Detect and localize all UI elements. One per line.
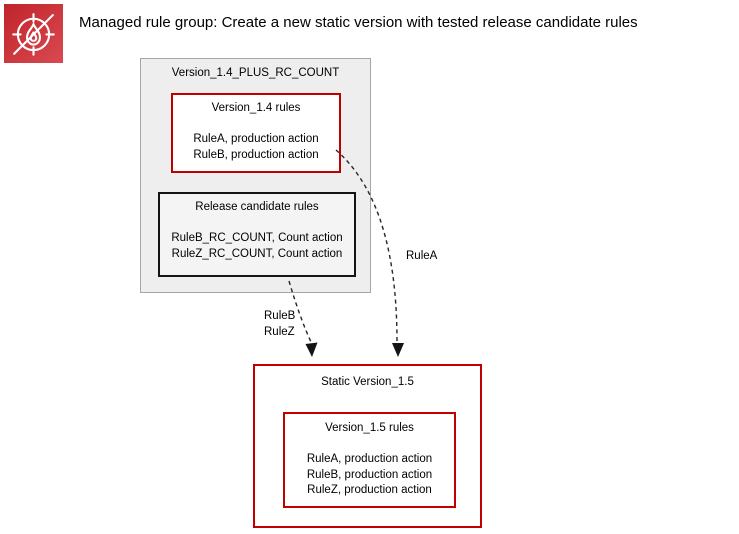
- version14-rules-box: Version_1.4 rules RuleA, production acti…: [171, 93, 341, 173]
- rule-line: RuleB, production action: [306, 468, 433, 481]
- version15-rules-box: Version_1.5 rules RuleA, production acti…: [283, 412, 456, 508]
- version14-rules-list: RuleA, production action RuleB, producti…: [173, 132, 339, 163]
- rule-line: RuleA, production action: [306, 453, 433, 465]
- version14-rules-title: Version_1.4 rules: [211, 102, 301, 114]
- aws-waf-icon: [4, 4, 63, 63]
- rule-line: RuleZ, production action: [307, 484, 432, 496]
- release-candidate-rules-box: Release candidate rules RuleB_RC_COUNT, …: [158, 192, 356, 277]
- page-title: Managed rule group: Create a new static …: [79, 14, 638, 31]
- rule-line: RuleB, production action: [193, 148, 319, 161]
- version15-rules-title: Version_1.5 rules: [325, 422, 414, 434]
- static-version15-title: Static Version_1.5: [321, 376, 414, 388]
- rule-line: RuleA, production action: [193, 133, 319, 145]
- arrow-label-rule-z: RuleZ: [264, 326, 295, 338]
- arrowhead-rule-a: [392, 343, 404, 357]
- rule-line: RuleZ_RC_COUNT, Count action: [171, 247, 343, 260]
- arrow-label-rule-a: RuleA: [406, 250, 438, 262]
- arrow-label-rule-b: RuleB: [264, 310, 296, 322]
- rule-line: RuleB_RC_COUNT, Count action: [171, 232, 343, 244]
- version15-rules-list: RuleA, production action RuleB, producti…: [285, 452, 454, 499]
- arrow-label-rule-bz: RuleB RuleZ: [264, 308, 295, 340]
- release-candidate-title: Release candidate rules: [195, 201, 319, 213]
- arrowhead-rule-bz: [305, 342, 318, 357]
- release-candidate-rules-list: RuleB_RC_COUNT, Count action RuleZ_RC_CO…: [160, 231, 354, 262]
- group-box-title: Version_1.4_PLUS_RC_COUNT: [171, 67, 340, 79]
